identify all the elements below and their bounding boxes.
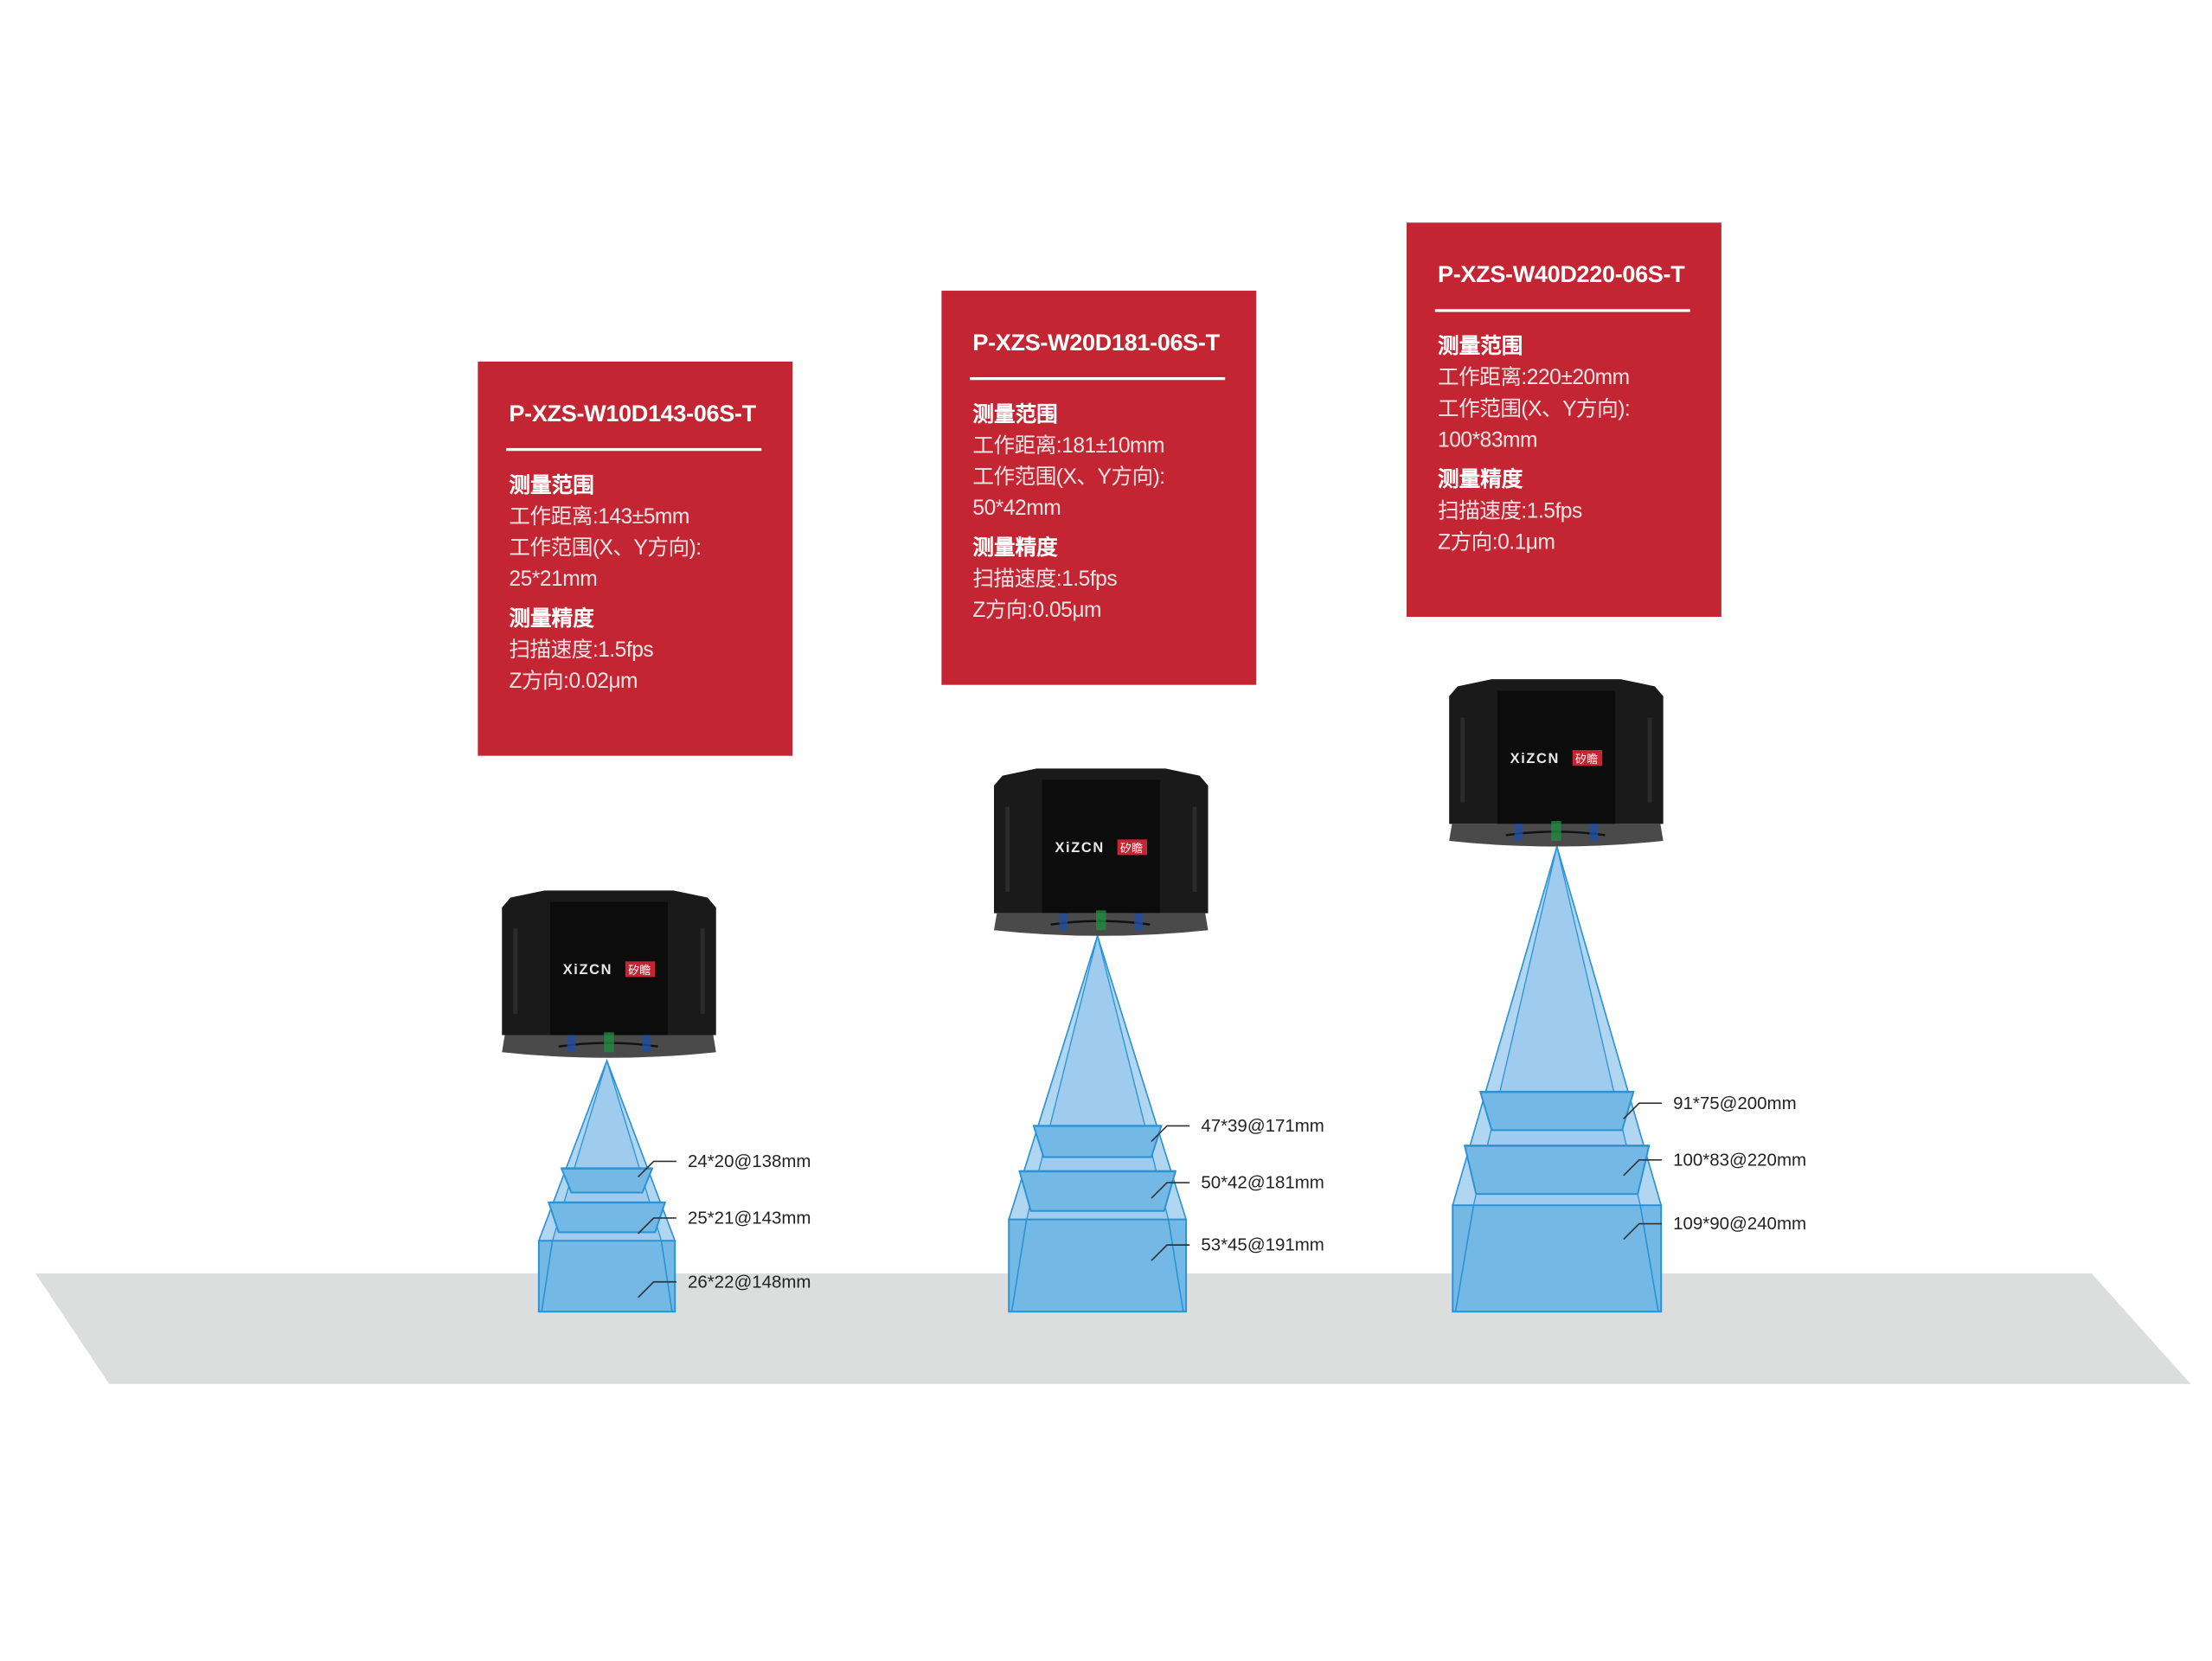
range-heading: 测量范围 bbox=[972, 401, 1058, 426]
product-card-3: P-XZS-W40D220-06S-T 测量范围 工作距离:220±20mm 工… bbox=[1406, 222, 1722, 618]
scan-speed: 扫描速度:1.5fps bbox=[972, 566, 1118, 591]
leader-line bbox=[638, 1160, 676, 1178]
model-name: P-XZS-W20D181-06S-T bbox=[972, 330, 1220, 356]
camera-sensor: XiZCN 矽瞻 bbox=[502, 890, 716, 1058]
beam-edge bbox=[1454, 1205, 1475, 1312]
brand-logo-badge bbox=[625, 961, 656, 978]
led-blue bbox=[567, 1035, 576, 1053]
fov-slab bbox=[1478, 1091, 1635, 1132]
divider bbox=[1434, 309, 1690, 311]
working-range-value: 100*83mm bbox=[1438, 427, 1538, 452]
led-blue bbox=[1589, 824, 1599, 841]
z-precision: Z方向:0.05μm bbox=[972, 597, 1102, 622]
fov-label: 100*83@220mm bbox=[1673, 1150, 1806, 1170]
working-range-label: 工作范围(X、Y方向): bbox=[1438, 396, 1631, 420]
brand-logo-badge-text: 矽瞻 bbox=[628, 964, 651, 978]
led-blue bbox=[1059, 913, 1068, 931]
camera-sensor: XiZCN 矽瞻 bbox=[994, 768, 1209, 936]
working-distance: 工作距离:143±5mm bbox=[509, 503, 689, 529]
led-blue bbox=[1514, 824, 1523, 841]
fov-slab bbox=[547, 1201, 667, 1234]
fov-box bbox=[537, 1240, 676, 1313]
divider bbox=[506, 447, 762, 451]
sensor-rig-1: XiZCN 矽瞻 bbox=[502, 890, 716, 1313]
fov-box bbox=[1008, 1218, 1188, 1313]
brand-logo-badge-text: 矽瞻 bbox=[1120, 842, 1143, 856]
model-name: P-XZS-W10D143-06S-T bbox=[509, 401, 756, 427]
fov-labels-1: 24*20@138mm 25*21@143mm 26*22@148mm bbox=[688, 1151, 811, 1292]
sensor-rig-3: XiZCN 矽瞻 bbox=[1449, 679, 1664, 1313]
beam-edge bbox=[541, 1241, 554, 1312]
sensor-rig-2: XiZCN 矽瞻 bbox=[994, 768, 1209, 1313]
working-range-value: 25*21mm bbox=[509, 566, 598, 591]
scan-speed: 扫描速度:1.5fps bbox=[509, 637, 654, 662]
model-name: P-XZS-W40D220-06S-T bbox=[1438, 262, 1685, 288]
fov-label: 91*75@200mm bbox=[1673, 1093, 1797, 1113]
leader-line bbox=[1623, 1158, 1663, 1177]
camera-sensor: XiZCN 矽瞻 bbox=[1449, 679, 1664, 847]
precision-heading: 测量精度 bbox=[509, 606, 594, 631]
fov-label: 24*20@138mm bbox=[688, 1151, 811, 1171]
brand-logo-text: XiZCN bbox=[1055, 840, 1104, 856]
camera-side-slot bbox=[1005, 806, 1010, 892]
brand-logo-badge bbox=[1572, 750, 1603, 766]
led-green bbox=[604, 1032, 614, 1053]
scan-speed: 扫描速度:1.5fps bbox=[1438, 498, 1582, 523]
range-heading: 测量范围 bbox=[1438, 334, 1523, 358]
working-range-value: 50*42mm bbox=[972, 495, 1061, 520]
working-range-label: 工作范围(X、Y方向): bbox=[509, 535, 702, 560]
z-precision: Z方向:0.1μm bbox=[1438, 529, 1555, 555]
product-card-1: P-XZS-W10D143-06S-T 测量范围 工作距离:143±5mm 工作… bbox=[478, 361, 793, 756]
fov-slab bbox=[1032, 1125, 1163, 1158]
fov-label: 25*21@143mm bbox=[688, 1209, 811, 1228]
fov-label: 53*45@191mm bbox=[1201, 1235, 1324, 1255]
brand-logo-text: XiZCN bbox=[563, 962, 612, 978]
fov-box bbox=[1452, 1204, 1663, 1313]
leader-line bbox=[1623, 1102, 1663, 1119]
beam-edge bbox=[660, 1241, 673, 1312]
camera-side-slot bbox=[1192, 806, 1197, 892]
brand-logo-text: XiZCN bbox=[1510, 751, 1560, 766]
working-distance: 工作距离:220±20mm bbox=[1438, 365, 1630, 389]
led-blue bbox=[642, 1035, 651, 1053]
range-heading: 测量范围 bbox=[509, 472, 594, 497]
fov-label: 47*39@171mm bbox=[1201, 1116, 1324, 1136]
camera-side-slot bbox=[1647, 717, 1652, 803]
leader-line bbox=[638, 1217, 676, 1235]
camera-side-slot bbox=[1460, 717, 1465, 803]
leader-line bbox=[1151, 1182, 1190, 1199]
precision-heading: 测量精度 bbox=[1438, 467, 1523, 491]
beam-edge bbox=[1167, 1219, 1184, 1312]
fov-slab bbox=[1463, 1145, 1651, 1196]
precision-heading: 测量精度 bbox=[972, 535, 1058, 560]
leader-line bbox=[1151, 1244, 1190, 1261]
leader-line bbox=[638, 1280, 676, 1299]
working-distance: 工作距离:181±10mm bbox=[972, 433, 1165, 458]
fov-label: 109*90@240mm bbox=[1673, 1214, 1806, 1234]
leader-line bbox=[1151, 1125, 1190, 1143]
fov-labels-3: 91*75@200mm 100*83@220mm 109*90@240mm bbox=[1673, 1093, 1806, 1234]
brand-logo-badge-text: 矽瞻 bbox=[1575, 753, 1598, 766]
fov-labels-2: 47*39@171mm 50*42@181mm 53*45@191mm bbox=[1201, 1116, 1324, 1255]
fov-label: 50*42@181mm bbox=[1201, 1173, 1324, 1193]
fov-label: 26*22@148mm bbox=[688, 1272, 811, 1292]
fov-slab bbox=[1018, 1170, 1177, 1212]
working-range-label: 工作范围(X、Y方向): bbox=[972, 464, 1165, 489]
camera-side-slot bbox=[700, 928, 705, 1014]
z-precision: Z方向:0.02μm bbox=[509, 668, 638, 693]
led-green bbox=[1551, 821, 1561, 841]
fov-slab bbox=[560, 1167, 654, 1194]
camera-side-slot bbox=[513, 928, 518, 1014]
led-green bbox=[1096, 910, 1106, 931]
divider bbox=[970, 377, 1226, 380]
beam-edge bbox=[1010, 1219, 1028, 1312]
product-card-2: P-XZS-W20D181-06S-T 测量范围 工作距离:181±10mm 工… bbox=[941, 291, 1257, 685]
brand-logo-badge bbox=[1117, 839, 1148, 856]
led-blue bbox=[1134, 913, 1144, 931]
leader-line bbox=[1623, 1222, 1663, 1241]
